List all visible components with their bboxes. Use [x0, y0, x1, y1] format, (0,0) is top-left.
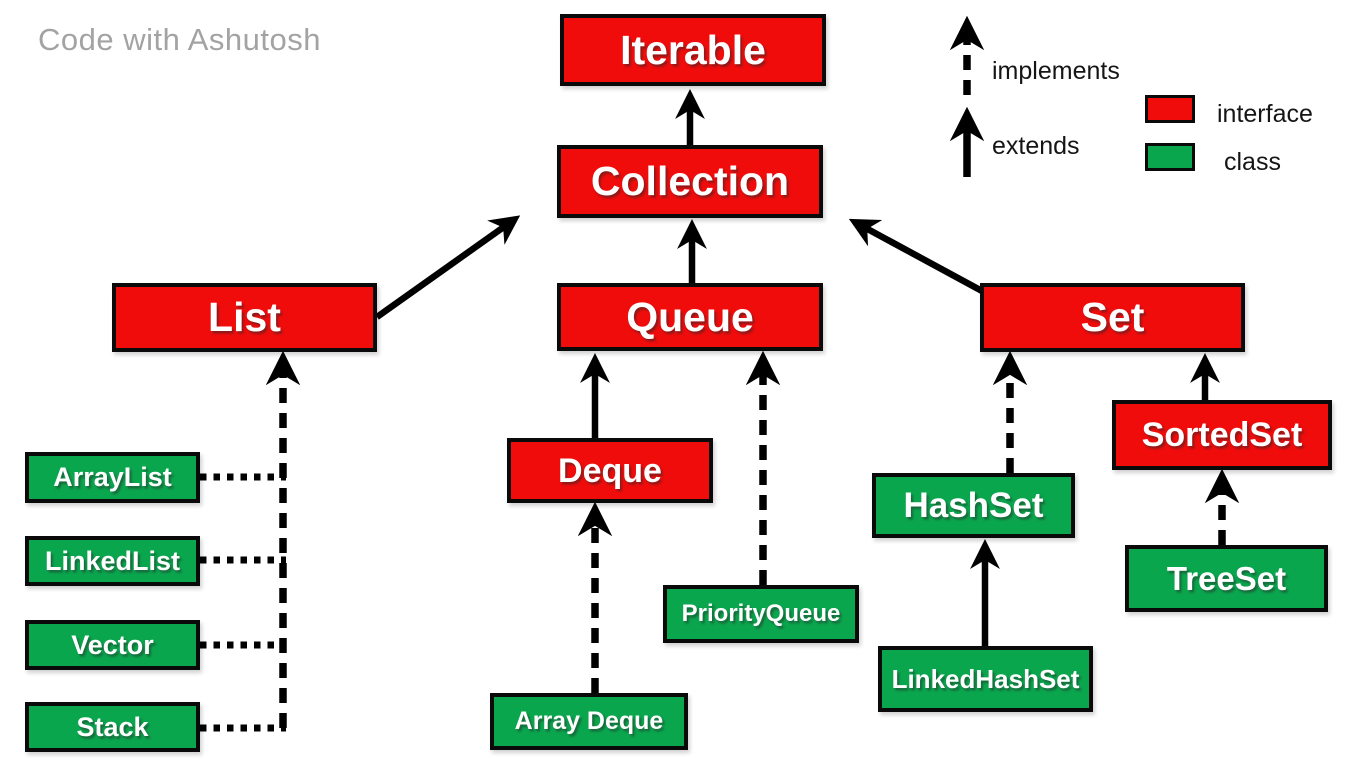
- node-vector: Vector: [25, 620, 200, 670]
- node-list: List: [112, 283, 377, 352]
- node-deque: Deque: [507, 438, 713, 503]
- legend-extends-label: extends: [992, 132, 1080, 160]
- legend-class-label: class: [1224, 148, 1281, 176]
- node-priorityqueue: PriorityQueue: [663, 585, 859, 643]
- watermark-text: Code with Ashutosh: [38, 22, 322, 57]
- node-stack: Stack: [25, 702, 200, 752]
- node-sortedset: SortedSet: [1112, 400, 1332, 470]
- node-queue: Queue: [557, 283, 823, 351]
- node-arraylist: ArrayList: [25, 452, 200, 503]
- node-collection: Collection: [557, 145, 823, 218]
- legend-interface-swatch: [1145, 95, 1195, 123]
- node-linkedlist: LinkedList: [25, 536, 200, 586]
- node-treeset: TreeSet: [1125, 545, 1328, 612]
- node-linkedhashset: LinkedHashSet: [878, 646, 1093, 712]
- legend-interface-label: interface: [1217, 100, 1313, 128]
- node-arraydeque: Array Deque: [490, 693, 688, 750]
- edge-list-extends-collection: [375, 215, 521, 320]
- edge-set-extends-collection: [848, 218, 984, 294]
- legend-class-swatch: [1145, 143, 1195, 171]
- node-iterable: Iterable: [560, 14, 826, 86]
- legend-implements-label: implements: [992, 57, 1120, 85]
- node-hashset: HashSet: [872, 473, 1075, 538]
- node-set: Set: [980, 283, 1245, 352]
